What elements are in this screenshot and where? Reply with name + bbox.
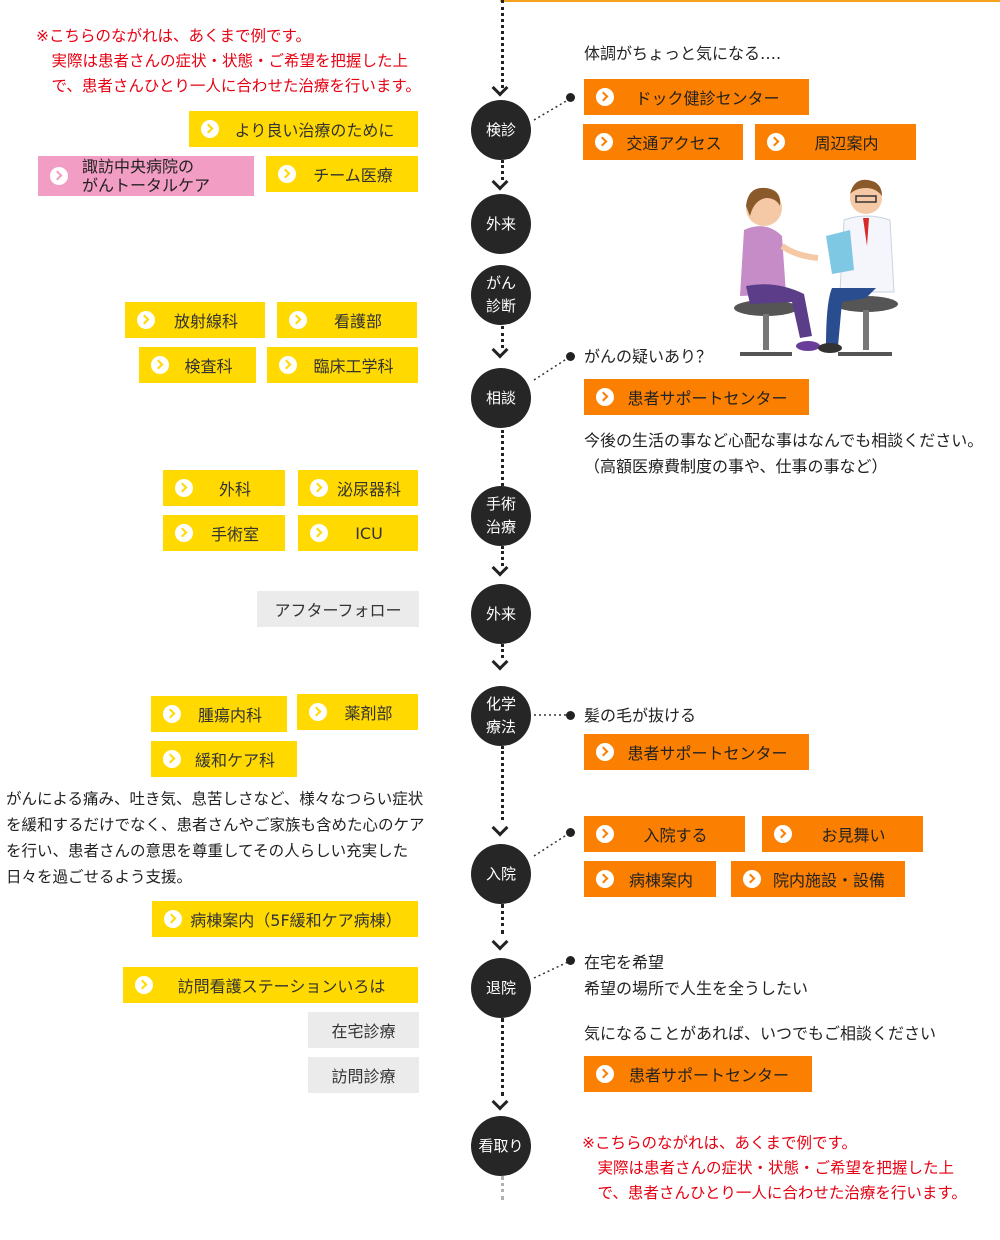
yakuzai-button[interactable]: 薬剤部 <box>297 694 418 730</box>
chevron-right-icon <box>135 976 153 994</box>
step-gairai-2: 外来 <box>471 584 531 644</box>
suwa-care-button[interactable]: 諏訪中央病院の がんトータルケア <box>38 156 254 196</box>
bullet-dot <box>566 711 575 720</box>
chevron-right-icon <box>743 870 761 888</box>
omimai-button[interactable]: お見舞い <box>762 816 923 852</box>
bullet-dot <box>566 956 575 965</box>
kanwa-button[interactable]: 緩和ケア科 <box>151 741 297 777</box>
kagaku-text: 髪の毛が抜ける <box>584 706 697 725</box>
step-mitori: 看取り <box>471 1116 531 1176</box>
doctor-consultation-illustration <box>734 179 898 356</box>
chevron-right-icon <box>151 356 169 374</box>
zaitaku-button[interactable]: 在宅診療 <box>308 1012 419 1048</box>
taiin-text-2: 気になることがあれば、いつでもご相談ください <box>584 1024 937 1043</box>
icu-button[interactable]: ICU <box>298 515 418 551</box>
bullet-dot <box>566 93 575 102</box>
chevron-right-icon <box>164 910 182 928</box>
chevron-right-icon <box>596 388 614 406</box>
taiin-text: 在宅を希望 希望の場所で人生を全うしたい <box>584 953 809 998</box>
geka-button[interactable]: 外科 <box>163 470 285 506</box>
byoto-5f-button[interactable]: 病棟案内（5F緩和ケア病棟） <box>152 901 418 937</box>
kango-button[interactable]: 看護部 <box>277 302 417 338</box>
support-center-button-1[interactable]: 患者サポートセンター <box>584 379 809 415</box>
step-kagaku: 化学 療法 <box>471 686 531 746</box>
kotsu-button[interactable]: 交通アクセス <box>583 124 743 160</box>
soudan-text: がんの疑いあり？ <box>584 347 713 366</box>
chevron-right-icon <box>767 133 785 151</box>
chevron-right-icon <box>163 705 181 723</box>
step-gairai: 外来 <box>471 194 531 254</box>
step-soudan: 相談 <box>471 368 531 428</box>
chevron-right-icon <box>309 703 327 721</box>
kanwa-description: がんによる痛み、吐き気、息苦しさなど、様々なつらい症状 を緩和するだけでなく、患… <box>6 790 425 886</box>
homon-shinryo-button[interactable]: 訪問診療 <box>308 1057 419 1093</box>
soudan-description: 今後の生活の事など心配な事はなんでも相談ください。 （高額医療費制度の事や、仕事… <box>584 431 984 476</box>
nyuin-button[interactable]: 入院する <box>584 816 745 852</box>
hoshasen-button[interactable]: 放射線科 <box>125 302 265 338</box>
chevron-right-icon <box>310 524 328 542</box>
yoriyoi-button[interactable]: より良い治療のために <box>189 111 418 147</box>
chevron-right-icon <box>175 479 193 497</box>
kenshin-text: 体調がちょっと気になる…. <box>584 44 782 63</box>
chevron-right-icon <box>310 479 328 497</box>
chevron-right-icon <box>289 311 307 329</box>
hinyoki-button[interactable]: 泌尿器科 <box>298 470 418 506</box>
step-gan-shindan: がん 診断 <box>471 265 531 325</box>
rinsho-button[interactable]: 臨床工学科 <box>267 347 418 383</box>
support-center-button-2[interactable]: 患者サポートセンター <box>584 734 809 770</box>
step-taiin: 退院 <box>471 958 531 1018</box>
chevron-right-icon <box>595 133 613 151</box>
top-rule <box>500 0 1000 2</box>
chevron-right-icon <box>596 88 614 106</box>
step-nyuin: 入院 <box>471 844 531 904</box>
bullet-dot <box>566 352 575 361</box>
chevron-right-icon <box>175 524 193 542</box>
shuhen-button[interactable]: 周辺案内 <box>755 124 916 160</box>
support-center-button-3[interactable]: 患者サポートセンター <box>584 1056 812 1092</box>
chevron-right-icon <box>163 750 181 768</box>
chevron-right-icon <box>278 165 296 183</box>
chevron-right-icon <box>596 825 614 843</box>
chevron-right-icon <box>50 167 68 185</box>
after-follow-button[interactable]: アフターフォロー <box>257 591 419 627</box>
shuyo-button[interactable]: 腫瘍内科 <box>151 696 287 732</box>
homon-station-button[interactable]: 訪問看護ステーションいろは <box>123 967 418 1003</box>
chevron-right-icon <box>279 356 297 374</box>
step-kenshin: 検診 <box>471 100 531 160</box>
team-button[interactable]: チーム医療 <box>266 156 418 192</box>
chevron-right-icon <box>137 311 155 329</box>
dock-button[interactable]: ドック健診センター <box>584 79 809 115</box>
chevron-right-icon <box>201 120 219 138</box>
shujutsushitsu-button[interactable]: 手術室 <box>163 515 285 551</box>
step-shujutsu: 手術 治療 <box>471 486 531 546</box>
chevron-right-icon <box>596 870 614 888</box>
chevron-right-icon <box>596 743 614 761</box>
innai-button[interactable]: 院内施設・設備 <box>731 861 905 897</box>
bottom-disclaimer: ※こちらのながれは、あくまで例です。 実際は患者さんの症状・状態・ご希望を把握し… <box>582 1134 967 1202</box>
kensa-button[interactable]: 検査科 <box>139 347 256 383</box>
byoto-button[interactable]: 病棟案内 <box>584 861 716 897</box>
chevron-right-icon <box>774 825 792 843</box>
chevron-right-icon <box>596 1065 614 1083</box>
top-disclaimer: ※こちらのながれは、あくまで例です。 実際は患者さんの症状・状態・ご希望を把握し… <box>36 27 421 95</box>
bullet-dot <box>566 828 575 837</box>
